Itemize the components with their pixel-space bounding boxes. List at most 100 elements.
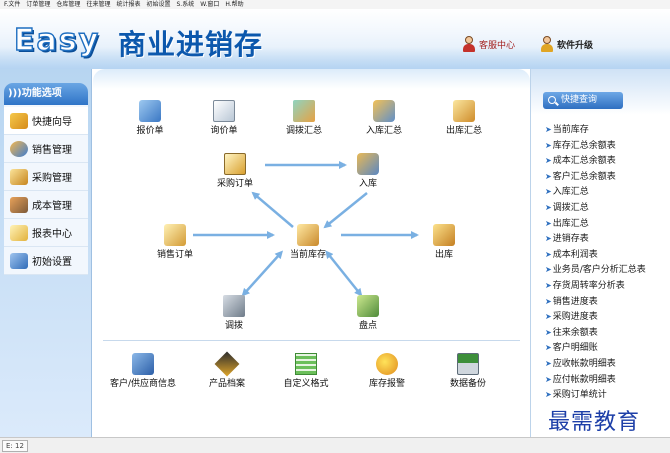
node-purchase-order[interactable]: 采购订单 — [200, 153, 270, 189]
sales-order-icon — [164, 224, 186, 246]
quick-query-item[interactable]: ➤存货周转率分析表 — [545, 280, 625, 291]
node-data-backup[interactable]: 数据备份 — [433, 353, 503, 389]
function-options-panel: )))功能选项 快捷向导 销售管理 采购管理 成本管理 报表中心 初始设置 — [0, 69, 92, 437]
wizard-icon — [10, 112, 28, 129]
sidebar-item-purchase[interactable]: 采购管理 — [4, 163, 88, 191]
node-inquiry-label: 询价单 — [210, 126, 238, 136]
outbound-icon — [433, 224, 455, 246]
sidebar-item-label: 采购管理 — [32, 173, 72, 184]
node-purchase-order-label: 采购订单 — [216, 179, 253, 189]
node-inbound-summary[interactable]: 入库汇总 — [349, 100, 419, 136]
sidebar-item-label: 初始设置 — [32, 257, 72, 268]
arrow-right-icon: ➤ — [545, 390, 552, 400]
quick-query-item[interactable]: ➤成本利润表 — [545, 249, 598, 260]
customer-supplier-icon — [132, 353, 154, 375]
menu-help[interactable]: H.帮助 — [225, 1, 244, 8]
node-stocktake-label: 盘点 — [358, 321, 377, 331]
custom-format-icon — [295, 353, 317, 375]
quick-query-item[interactable]: ➤进销存表 — [545, 234, 589, 245]
workflow-area: 报价单 询价单 调拨汇总 入库汇总 出库汇总 采购订单 入库 销售订单 当前库存… — [93, 69, 530, 437]
node-quote[interactable]: 报价单 — [115, 100, 185, 136]
arrow-right-icon: ➤ — [545, 187, 552, 197]
node-stocktake[interactable]: 盘点 — [333, 295, 403, 331]
status-cell: E: 12 — [2, 440, 28, 452]
node-stock-alarm[interactable]: 库存报警 — [352, 353, 422, 389]
node-transfer-summary-label: 调拨汇总 — [285, 126, 322, 136]
function-options-header: )))功能选项 — [4, 83, 88, 105]
sidebar-item-sales[interactable]: 销售管理 — [4, 135, 88, 163]
node-customer-supplier[interactable]: 客户/供应商信息 — [108, 353, 178, 389]
menu-file[interactable]: F.文件 — [4, 1, 21, 8]
quick-query-item[interactable]: ➤应收帐款明细表 — [545, 358, 616, 369]
quick-query-item[interactable]: ➤当前库存 — [545, 125, 589, 135]
menu-system[interactable]: S.系统 — [176, 1, 195, 8]
arrow-right-icon: ➤ — [545, 156, 552, 166]
node-transfer[interactable]: 调拨 — [199, 295, 269, 331]
menu-init[interactable]: 初始设置 — [146, 1, 171, 8]
node-outbound-summary[interactable]: 出库汇总 — [429, 100, 499, 136]
inbound-icon — [357, 153, 379, 175]
quick-query-item[interactable]: ➤采购进度表 — [545, 312, 598, 323]
software-upgrade-label: 软件升级 — [557, 40, 594, 51]
menu-warehouse[interactable]: 仓库管理 — [56, 1, 81, 8]
node-outbound[interactable]: 出库 — [409, 224, 479, 260]
quick-query-item[interactable]: ➤应付帐款明细表 — [545, 374, 616, 385]
sidebar-item-wizard[interactable]: 快捷向导 — [4, 107, 88, 135]
node-product-archive-label: 产品档案 — [208, 379, 245, 389]
node-transfer-summary[interactable]: 调拨汇总 — [269, 100, 339, 136]
service-person-icon — [462, 36, 476, 52]
arrow-right-icon: ➤ — [545, 171, 552, 181]
sidebar-item-settings[interactable]: 初始设置 — [4, 247, 88, 275]
quick-query-panel: 快捷查询 ➤当前库存 ➤库存汇总余额表 ➤成本汇总余额表 ➤客户汇总余额表 ➤入… — [530, 69, 670, 437]
arrow-right-icon: ➤ — [545, 218, 552, 228]
quick-query-item[interactable]: ➤库存汇总余额表 — [545, 140, 616, 151]
settings-icon — [10, 252, 28, 269]
quick-query-item[interactable]: ➤销售进度表 — [545, 296, 598, 307]
sidebar-item-label: 报表中心 — [32, 229, 72, 240]
arrow-stock-transfer — [241, 250, 284, 297]
quick-query-item[interactable]: ➤客户汇总余额表 — [545, 171, 616, 182]
quick-query-item[interactable]: ➤成本汇总余额表 — [545, 156, 616, 167]
menu-accounts[interactable]: 往来管理 — [86, 1, 111, 8]
header-banner: Easy 商业进销存 客服中心 软件升级 — [0, 9, 670, 69]
quick-query-item[interactable]: ➤业务员/客户分析汇总表 — [545, 265, 646, 276]
node-customer-supplier-label: 客户/供应商信息 — [109, 379, 177, 389]
node-inquiry[interactable]: 询价单 — [189, 100, 259, 136]
service-center-link[interactable]: 客服中心 — [462, 36, 515, 52]
menu-reports[interactable]: 统计报表 — [116, 1, 141, 8]
outbound-summary-icon — [453, 100, 475, 122]
quick-query-item[interactable]: ➤往来余额表 — [545, 327, 598, 338]
node-quote-label: 报价单 — [136, 126, 164, 136]
quick-query-item[interactable]: ➤客户明细账 — [545, 343, 598, 354]
sidebar-item-label: 销售管理 — [32, 145, 72, 156]
arrow-stock-stocktake — [325, 250, 363, 297]
node-product-archive[interactable]: 产品档案 — [192, 351, 262, 389]
node-custom-format[interactable]: 自定义格式 — [271, 353, 341, 389]
quick-query-item[interactable]: ➤调拨汇总 — [545, 202, 589, 213]
arrow-right-icon: ➤ — [545, 280, 552, 290]
quick-query-item[interactable]: ➤采购订单统计 — [545, 390, 607, 401]
quick-query-item[interactable]: ➤入库汇总 — [545, 187, 589, 198]
node-current-stock[interactable]: 当前库存 — [273, 224, 343, 260]
transfer-icon — [223, 295, 245, 317]
sidebar-item-reports[interactable]: 报表中心 — [4, 219, 88, 247]
software-upgrade-link[interactable]: 软件升级 — [540, 36, 593, 52]
arrow-right-icon: ➤ — [545, 296, 552, 306]
node-inbound[interactable]: 入库 — [333, 153, 403, 189]
node-custom-format-label: 自定义格式 — [283, 379, 329, 389]
arrow-right-icon: ➤ — [545, 343, 552, 353]
menu-orders[interactable]: 订单管理 — [26, 1, 51, 8]
inbound-summary-icon — [373, 100, 395, 122]
upgrade-person-icon — [540, 36, 554, 52]
sales-icon — [10, 140, 28, 157]
watermark-text: 最需教育 — [548, 410, 641, 435]
menu-window[interactable]: W.窗口 — [200, 1, 220, 8]
quick-query-item[interactable]: ➤出库汇总 — [545, 218, 589, 229]
arrow-right-icon: ➤ — [545, 140, 552, 150]
quote-icon — [139, 100, 161, 122]
report-icon — [10, 224, 28, 241]
sidebar-item-cost[interactable]: 成本管理 — [4, 191, 88, 219]
node-sales-order[interactable]: 销售订单 — [140, 224, 210, 260]
transfer-summary-icon — [293, 100, 315, 122]
arrow-right-icon: ➤ — [545, 265, 552, 275]
